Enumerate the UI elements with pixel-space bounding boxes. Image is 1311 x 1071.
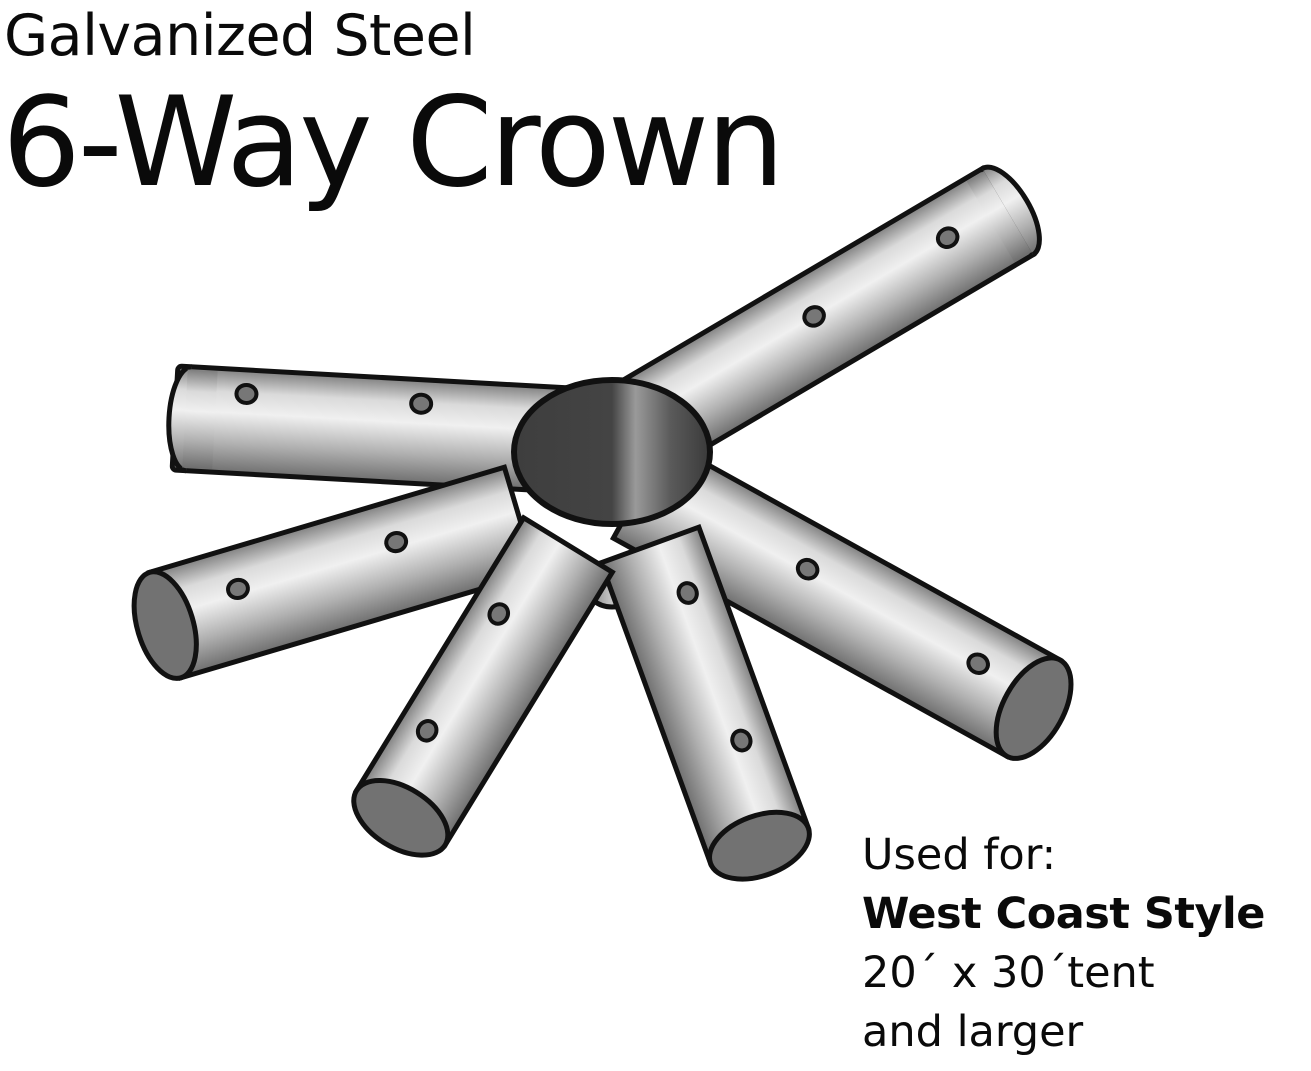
pin-hole: [234, 382, 259, 405]
pin-hole: [730, 728, 753, 753]
usage-label: Used for:: [862, 830, 1057, 880]
usage-tent-size: 20´ x 30´tent: [862, 948, 1155, 998]
tube-front-left: [351, 514, 616, 858]
subtitle: Galvanized Steel: [4, 3, 476, 69]
pin-hole: [802, 305, 826, 328]
pin-hole: [966, 652, 990, 675]
tube-back-right: [591, 164, 1042, 487]
tube-left: [131, 464, 539, 681]
pin-hole: [676, 581, 699, 605]
pin-hole: [795, 557, 820, 581]
pin-hole: [935, 226, 960, 249]
usage-extra-note: and larger: [862, 1007, 1084, 1057]
usage-note: Used for: West Coast Style 20´ x 30´tent…: [862, 826, 1265, 1062]
pin-hole: [415, 719, 439, 743]
pin-hole: [487, 602, 511, 626]
hub-top: [511, 377, 713, 527]
pin-hole: [409, 392, 434, 415]
pin-hole: [226, 577, 250, 601]
usage-style-name: West Coast Style: [862, 889, 1265, 939]
pin-hole: [384, 530, 409, 554]
tube-front-right: [597, 524, 812, 882]
page-title: 6-Way Crown: [2, 71, 785, 215]
